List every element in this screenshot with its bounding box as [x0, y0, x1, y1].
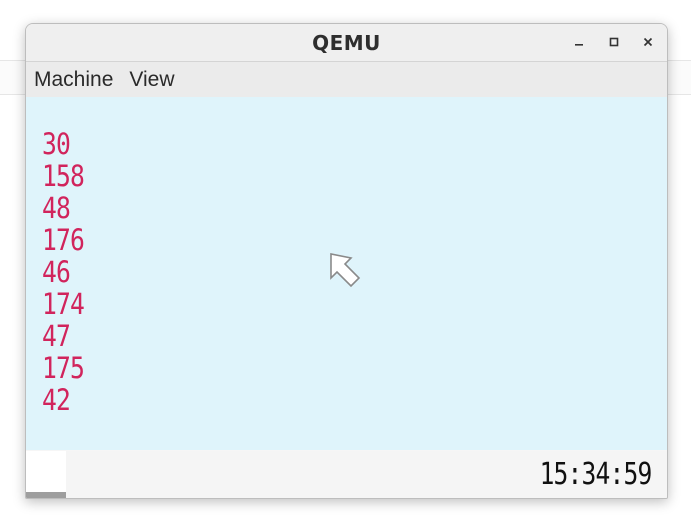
console-line: 42	[42, 383, 71, 417]
maximize-button[interactable]	[602, 31, 626, 53]
window-title: QEMU	[312, 31, 381, 55]
mouse-cursor-icon	[330, 253, 361, 288]
close-button[interactable]	[636, 31, 660, 53]
status-panel	[26, 451, 66, 492]
maximize-icon	[609, 37, 619, 47]
title-bar[interactable]: QEMU	[26, 24, 667, 62]
minimize-button[interactable]	[567, 31, 591, 53]
console-line: 46	[42, 255, 71, 289]
menu-view[interactable]: View	[129, 67, 175, 91]
vm-display[interactable]: 30 158 48 176 46 174 47 175 42	[26, 97, 667, 450]
qemu-window: QEMU Machine View 30 158 48 176 46 174	[25, 23, 668, 499]
status-indicator	[26, 492, 66, 498]
console-line: 47	[42, 319, 71, 353]
status-bar: 15:34:59	[26, 451, 667, 498]
console-line: 175	[42, 351, 85, 385]
console-line: 48	[42, 191, 71, 225]
console-output: 30 158 48 176 46 174 47 175 42	[42, 128, 91, 416]
minimize-icon	[575, 44, 583, 46]
console-line: 174	[42, 287, 85, 321]
console-line: 176	[42, 223, 85, 257]
console-line: 30	[42, 127, 71, 161]
console-line: 158	[42, 159, 85, 193]
menu-machine[interactable]: Machine	[34, 67, 114, 91]
menu-bar: Machine View	[26, 62, 667, 98]
close-icon	[643, 37, 653, 47]
clock: 15:34:59	[539, 457, 652, 492]
